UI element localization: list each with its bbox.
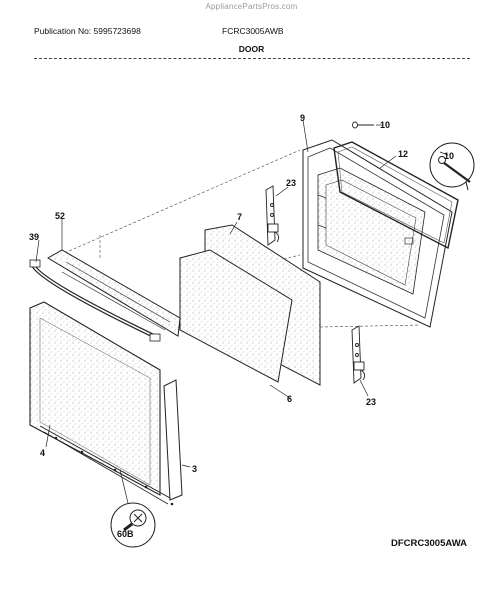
label-part-3: 3 — [192, 464, 197, 474]
door-gasket — [333, 141, 459, 250]
label-part-52: 52 — [55, 211, 65, 221]
label-part-10: 10 — [380, 120, 390, 130]
screw-callout — [429, 142, 475, 191]
section-title: DOOR — [238, 44, 265, 54]
leader-lines — [35, 119, 449, 504]
inner-door-liner — [302, 139, 453, 328]
outer-door-panel — [29, 301, 183, 506]
label-callout-10: 10 — [444, 151, 454, 161]
header-divider — [34, 58, 470, 59]
label-part-4: 4 — [40, 448, 45, 458]
label-part-60b: 60B — [117, 529, 134, 539]
label-part-39: 39 — [29, 232, 39, 242]
diagram-code: DFCRC3005AWA — [391, 538, 468, 549]
model-number: FCRC3005AWB — [222, 26, 284, 36]
publication-number: Publication No: 5995723698 — [34, 26, 141, 36]
watermark: AppliancePartsPros.com — [205, 2, 298, 11]
hinge-lower — [351, 325, 366, 384]
handle-assembly — [29, 249, 181, 342]
label-part-9: 9 — [300, 113, 305, 123]
label-part-23-upper: 23 — [286, 178, 296, 188]
screw-10 — [352, 121, 374, 129]
hinge-upper — [265, 185, 280, 246]
label-part-12: 12 — [398, 149, 408, 159]
label-part-6: 6 — [287, 394, 292, 404]
screw-60b-callout — [110, 502, 156, 548]
label-part-23-lower: 23 — [366, 397, 376, 407]
label-part-7: 7 — [237, 212, 242, 222]
